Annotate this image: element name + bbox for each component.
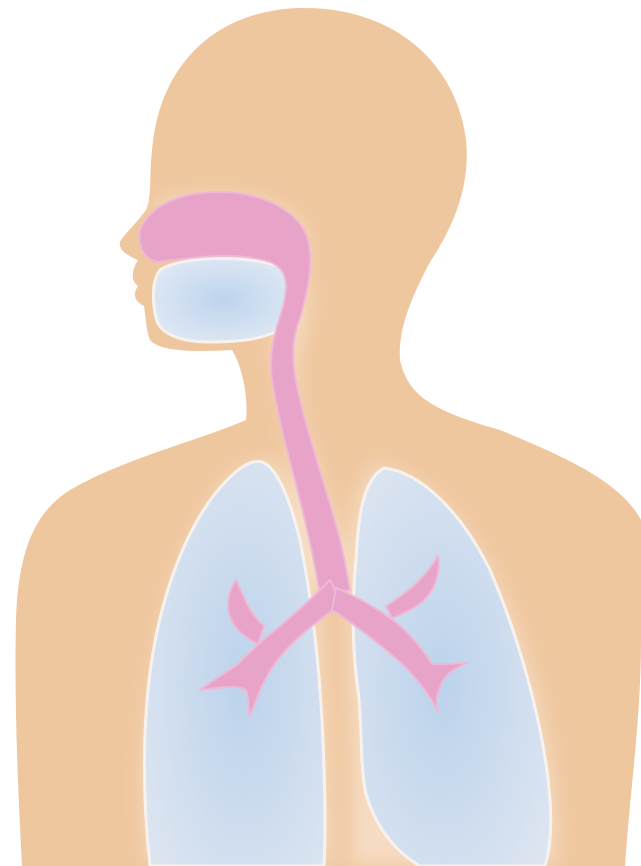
oral-cavity	[153, 258, 294, 342]
body-silhouette	[15, 8, 641, 866]
